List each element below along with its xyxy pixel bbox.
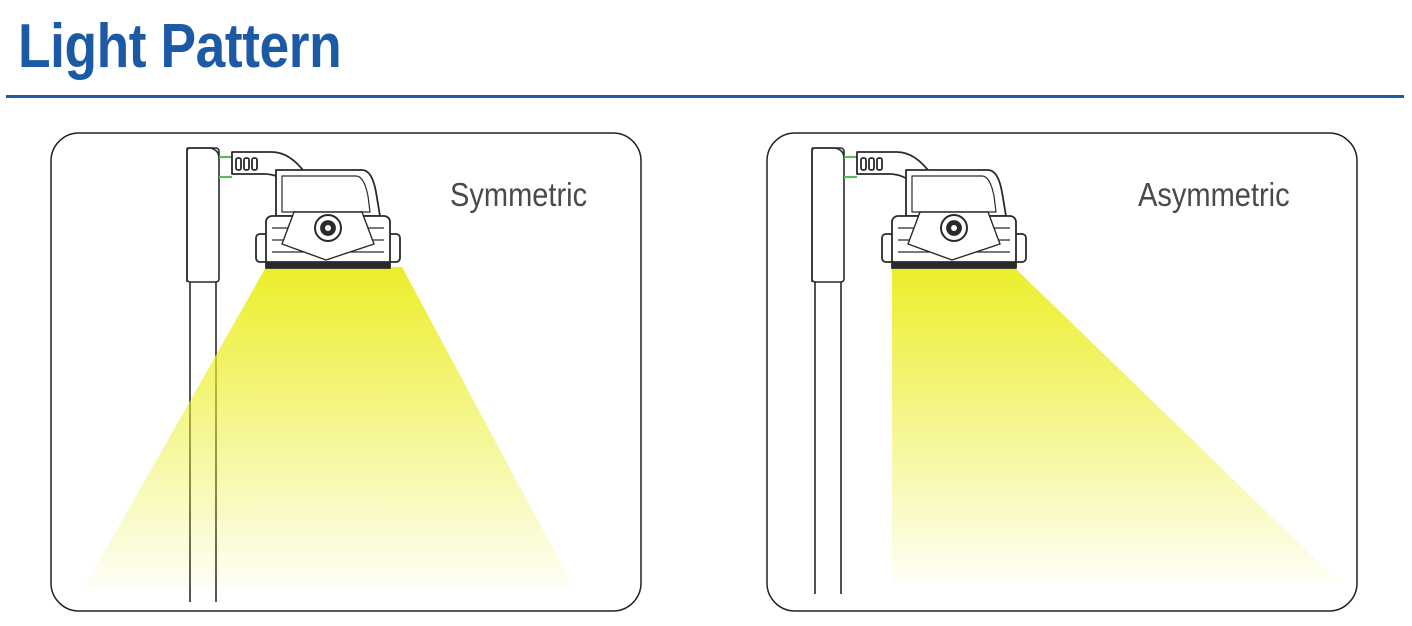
pole (811, 147, 845, 594)
light-fixture (844, 151, 1027, 269)
pattern-label: Symmetric (450, 176, 588, 213)
light-fixture (219, 151, 401, 269)
light-beam (84, 267, 574, 588)
symmetric-illustration (50, 132, 642, 612)
title-divider (6, 95, 1404, 98)
asymmetric-panel: Asymmetric (766, 132, 1358, 612)
page-title: Light Pattern (18, 12, 342, 81)
symmetric-panel: Symmetric (50, 132, 642, 612)
light-beam (892, 267, 1341, 584)
pattern-label: Asymmetric (1138, 176, 1290, 213)
asymmetric-illustration (766, 132, 1358, 612)
